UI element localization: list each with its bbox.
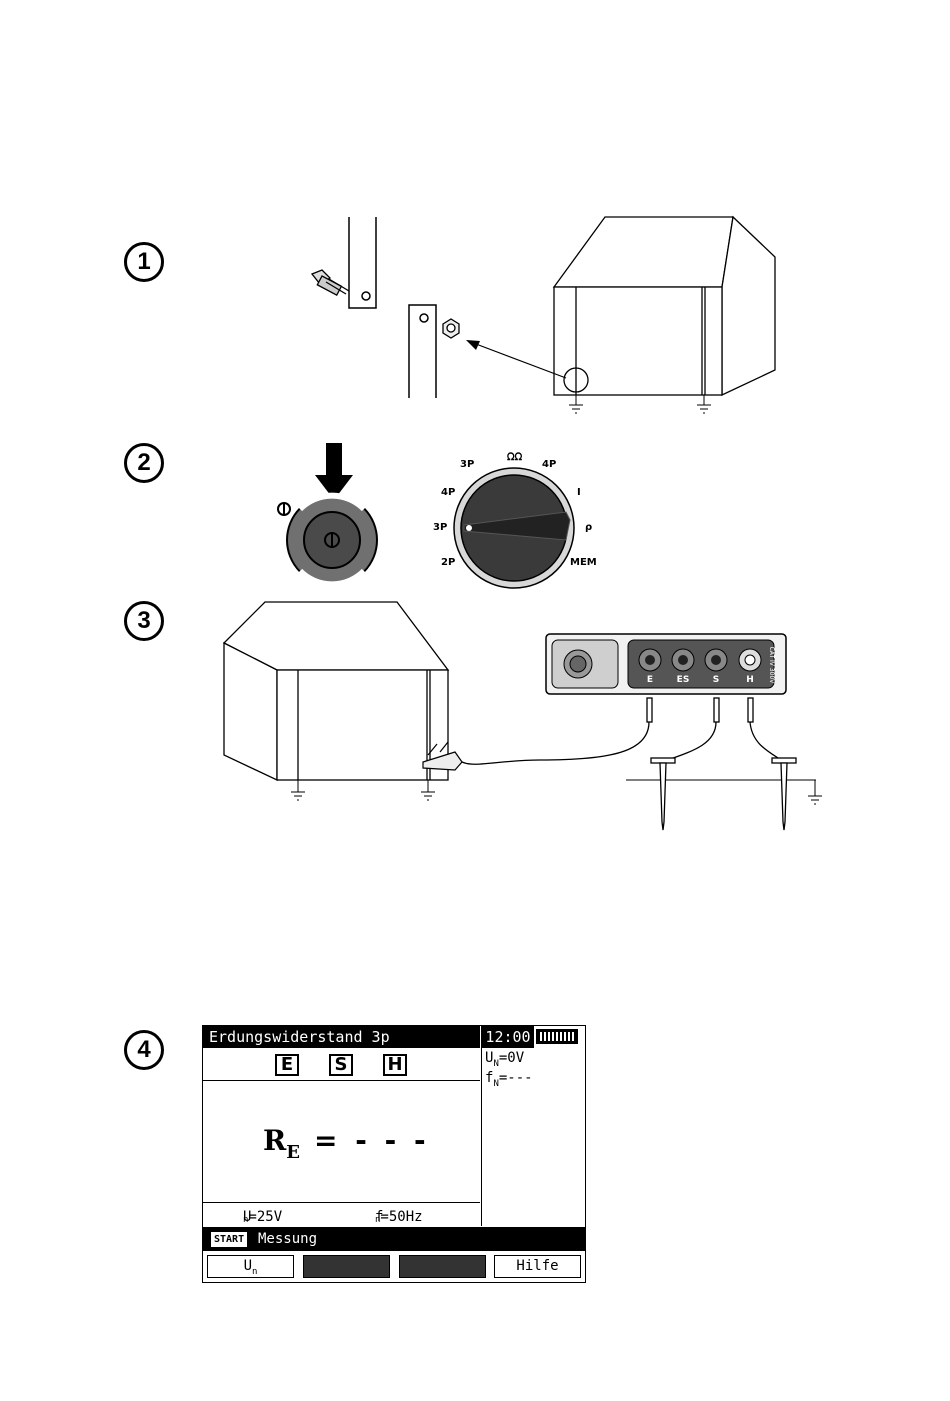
- socket-label-e: E: [647, 675, 653, 685]
- bolt-icon: [312, 270, 349, 295]
- nut-icon: [443, 319, 459, 338]
- house-1-icon: [554, 217, 775, 395]
- status-message: Messung: [258, 1227, 317, 1251]
- fkey-2-button[interactable]: [303, 1255, 390, 1278]
- switch-label-3p: 3P: [433, 522, 447, 533]
- socket-label-es: ES: [677, 675, 690, 685]
- power-button-icon: [278, 495, 377, 585]
- ground-symbol-icon: [569, 395, 711, 413]
- meter-panel-icon: E ES S H CAT IV 300V: [546, 634, 786, 694]
- fkey-un-button[interactable]: Un: [207, 1255, 294, 1278]
- ground-symbol-icon: [291, 780, 822, 804]
- ground-probe-icon: [651, 758, 796, 830]
- cat-rating-label: CAT IV 300V: [768, 647, 775, 685]
- grounding-strap-icon: [349, 217, 436, 398]
- switch-label-3p-top: 3P: [460, 459, 474, 470]
- fn-reading: fN=---: [485, 1070, 533, 1089]
- terminal-s: S: [329, 1054, 353, 1076]
- switch-label-i: I: [577, 487, 581, 498]
- un-reading: UN=0V: [485, 1050, 524, 1069]
- socket-label-h: H: [746, 675, 754, 685]
- switch-label-mem: MEM: [570, 557, 597, 568]
- switch-label-2p: 2P: [441, 557, 455, 568]
- result-display: RE= - - -: [263, 1124, 430, 1157]
- terminal-e: E: [275, 1054, 299, 1076]
- test-leads-icon: [462, 698, 784, 764]
- screen-title: Erdungswiderstand 3p: [203, 1026, 480, 1048]
- rotary-switch-icon: 3P ᘯᘯ 4P 4P I 3P ρ 2P MEM: [433, 451, 597, 588]
- fkey-3-button[interactable]: [399, 1255, 486, 1278]
- socket-label-s: S: [713, 675, 719, 685]
- battery-icon: [536, 1029, 578, 1044]
- press-down-arrow-icon: [315, 443, 353, 500]
- switch-label-4p: 4P: [441, 487, 455, 498]
- house-2-icon: [224, 602, 448, 780]
- status-bar: START Messung: [203, 1227, 585, 1251]
- terminal-indicators: E S H: [203, 1050, 480, 1081]
- switch-label-4p-top: 4P: [542, 459, 556, 470]
- diagram-illustrations: 3P ᘯᘯ 4P 4P I 3P ρ 2P MEM: [0, 0, 950, 900]
- fkey-help-button[interactable]: Hilfe: [494, 1255, 581, 1278]
- meter-lcd-screen: Erdungswiderstand 3p 12:00 E S H UN=0V f…: [202, 1025, 586, 1283]
- switch-label-twin: ᘯᘯ: [507, 451, 523, 463]
- terminal-h: H: [383, 1054, 407, 1076]
- arrow-to-connection-icon: [466, 340, 566, 378]
- screen-clock: 12:00: [482, 1026, 534, 1048]
- step-4-marker: 4: [124, 1030, 164, 1070]
- step-4-label: 4: [137, 1036, 150, 1064]
- switch-label-rho: ρ: [585, 522, 592, 533]
- start-badge: START: [211, 1232, 247, 1247]
